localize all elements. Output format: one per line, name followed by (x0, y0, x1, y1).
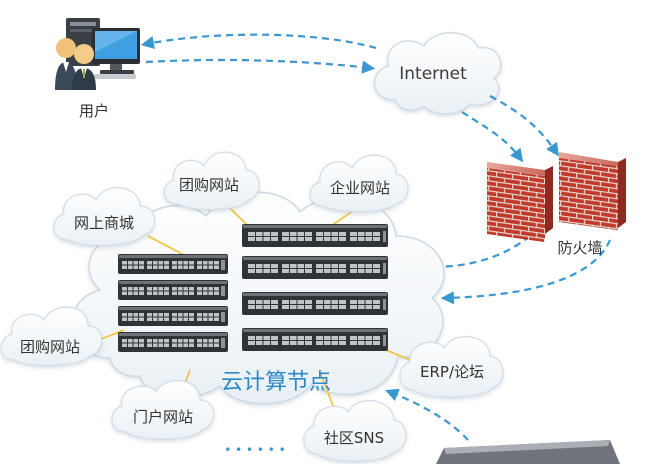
svg-text:团购网站: 团购网站 (179, 176, 239, 194)
svg-text:ERP/论坛: ERP/论坛 (420, 363, 484, 381)
service-bubble-group-buying-left: 团购网站 (0, 306, 103, 367)
internet-cloud (373, 32, 502, 115)
svg-text:门户网站: 门户网站 (133, 408, 193, 426)
service-bubble-online-mall: 网上商城 (53, 187, 156, 247)
service-bubble-portal: 门户网站 (111, 380, 215, 440)
service-bubble-enterprise: 企业网站 (309, 154, 409, 213)
svg-text:网上商城: 网上商城 (74, 214, 134, 232)
connection-arrows (140, 33, 612, 441)
service-bubble-erp-forum: ERP/论坛 (399, 336, 504, 398)
svg-text:社区SNS: 社区SNS (324, 429, 384, 447)
service-bubble-community-sns: 社区SNS (303, 400, 407, 462)
server-device-icon (436, 440, 620, 464)
internet-label: Internet (399, 64, 467, 84)
svg-text:团购网站: 团购网站 (20, 338, 80, 356)
cloud-node-label: 云计算节点 (221, 370, 331, 395)
user-computer-icon (55, 18, 140, 90)
firewall-label: 防火墙 (557, 239, 602, 257)
service-bubble-group-buying-top: 团购网站 (163, 151, 260, 211)
user-label: 用户 (79, 102, 109, 120)
firewall-icon (487, 152, 626, 243)
svg-text:企业网站: 企业网站 (330, 179, 390, 197)
more-services-ellipsis: • • • • • • (224, 443, 286, 457)
